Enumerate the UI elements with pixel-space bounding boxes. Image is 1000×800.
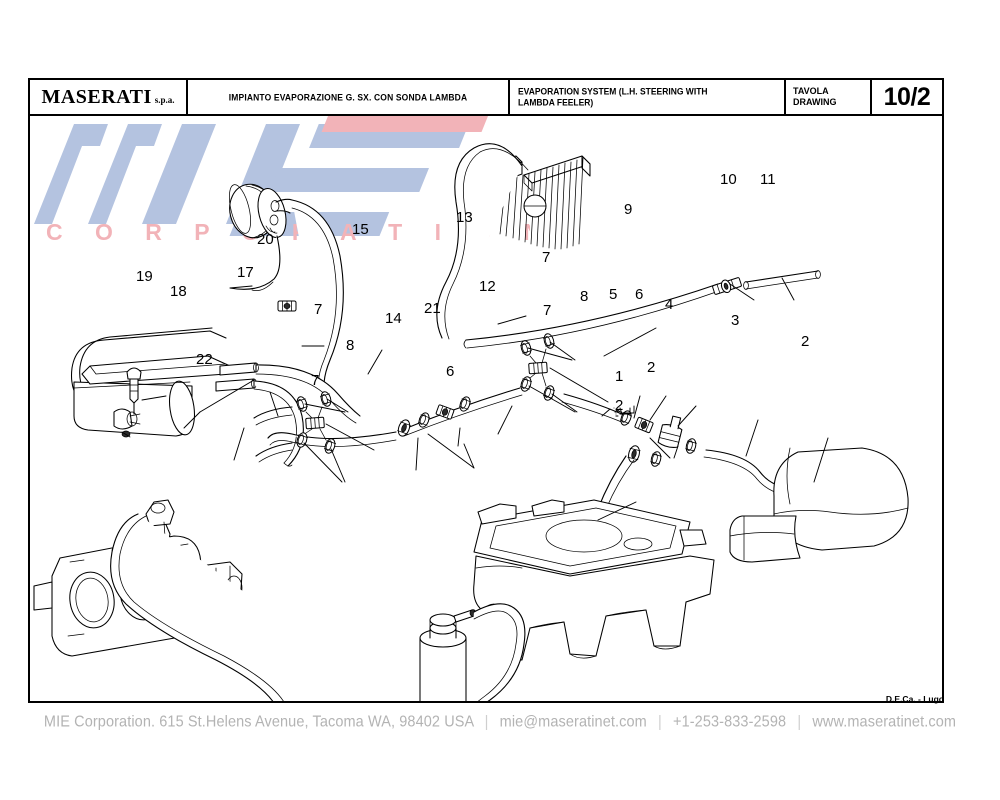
callout-7: 7 [311,372,320,389]
footer-separator-1: | [484,713,489,731]
title-italian-cell: IMPIANTO EVAPORAZIONE G. SX. CON SONDA L… [188,80,510,114]
callout-7: 7 [314,301,323,318]
callout-2: 2 [647,359,656,376]
callout-7: 7 [542,249,551,266]
pipe-11 [743,270,821,290]
drain-pipe-20 [229,235,297,312]
callout-20: 20 [257,231,274,248]
tavola-label: TAVOLA [793,85,829,96]
footer-phone: +1-253-833-2598 [673,713,787,731]
footer-website[interactable]: www.maseratinet.com [812,713,957,731]
callout-11: 11 [760,171,776,188]
brand-name: MASERATI [41,85,152,108]
callout-17: 17 [237,264,254,281]
drawing-frame: MASERATI s.p.a. IMPIANTO EVAPORAZIONE G.… [28,78,944,703]
connector-group-4-6 [618,408,698,468]
fuel-tank-body [729,447,909,563]
callout-15: 15 [352,221,369,238]
callout-18: 18 [170,283,187,300]
callout-6: 6 [446,363,455,380]
connector-10 [712,277,742,295]
callout-1: 1 [615,368,624,385]
title-block: MASERATI s.p.a. IMPIANTO EVAPORAZIONE G.… [30,80,942,116]
callout-22: 22 [196,351,213,368]
footer-company: MIE Corporation. 615 St.Helens Avenue, T… [43,713,474,731]
callout-7: 7 [543,302,552,319]
fuel-filter [419,603,526,701]
drawing-label: DRAWING [793,97,837,107]
callout-10: 10 [720,171,737,188]
hose-12 [401,387,523,437]
footer-separator-3: | [797,713,802,731]
drawing-number: 10/2 [883,82,931,111]
tavola-cell: TAVOLA DRAWING [786,80,872,114]
brand-cell: MASERATI s.p.a. [30,80,188,114]
title-english-cell: EVAPORATION SYSTEM (L.H. STEERING WITH L… [510,80,786,114]
callout-13: 13 [456,209,473,226]
callout-14: 14 [385,310,402,327]
hose-to-filter [110,513,393,701]
vapour-separator-assembly [229,183,293,239]
callout-2: 2 [801,333,810,350]
junction-cluster-right [518,332,557,402]
hose-13 [436,143,529,340]
footer-email[interactable]: mie@maseratinet.com [499,713,647,731]
drawing-canvas: C O R P O R A T I O N .ln{fill:none;stro… [30,116,942,701]
callout-8: 8 [580,288,589,305]
brand-suffix: s.p.a. [154,95,175,105]
title-english-line2: LAMBDA FEELER) [518,96,594,108]
footer-contact-bar: MIE Corporation. 615 St.Helens Avenue, T… [0,713,1000,731]
charcoal-canister-assembly [70,327,259,438]
connector-21 [395,394,473,439]
callout-21: 21 [424,300,441,317]
callout-8: 8 [346,337,355,354]
callout-5: 5 [609,286,618,303]
callout-6: 6 [635,286,644,303]
title-english-line1: EVAPORATION SYSTEM (L.H. STEERING WITH [518,85,708,97]
callout-2: 2 [615,397,624,414]
hose-22 [253,380,304,467]
technical-line-art: .ln{fill:none;stroke:#000;stroke-width:1… [33,143,909,701]
callout-12: 12 [479,278,496,295]
footer-separator-2: | [657,713,662,731]
title-italian: IMPIANTO EVAPORAZIONE G. SX. CON SONDA L… [228,91,468,103]
callout-4: 4 [665,296,674,313]
drawing-number-cell: 10/2 [872,80,942,114]
hose-9 [463,283,720,349]
callout-19: 19 [136,268,153,285]
callout-9: 9 [624,201,633,218]
designer-credit: D.E.Ca. - Lugo [885,694,944,704]
callout-3: 3 [731,312,740,329]
